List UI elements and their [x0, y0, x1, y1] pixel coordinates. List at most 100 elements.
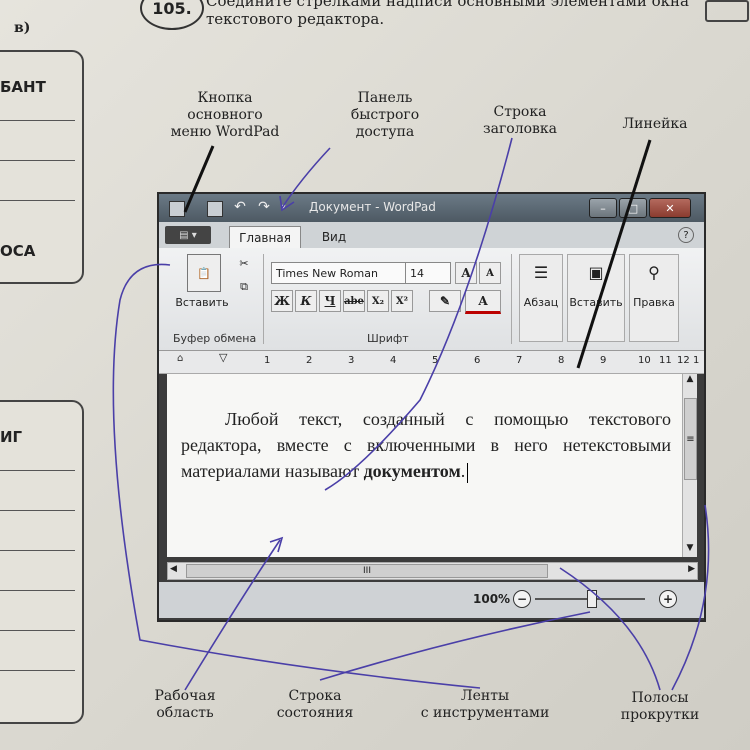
line-ribbons [112, 263, 481, 689]
superscript-button[interactable]: X² [391, 290, 413, 312]
vertical-scroll-thumb[interactable]: ≡ [684, 398, 697, 480]
bold-button[interactable]: Ж [271, 290, 293, 312]
ruler-mark: 12 [677, 355, 690, 366]
ruler-mark: 11 [659, 355, 672, 366]
line-quick-access [281, 147, 331, 209]
tab-view[interactable]: Вид [321, 230, 347, 244]
ruler-mark: 2 [306, 355, 313, 366]
shrink-font-icon[interactable]: A [479, 262, 501, 284]
clipboard-group-label: Буфер обмена [173, 332, 257, 345]
side-label-osa: ОСА [0, 242, 36, 260]
zoom-out-button[interactable]: − [513, 590, 531, 608]
cut-icon[interactable]: ✂ [239, 256, 249, 270]
ribbon-tabs: ▤ ▾ Главная Вид ? [159, 222, 704, 249]
label-menu-button: Кнопка основного меню WordPad [170, 90, 280, 140]
ruler-mark: 3 [348, 355, 355, 366]
window-title: Документ - WordPad [309, 200, 436, 214]
scroll-left-icon[interactable]: ◀ [170, 564, 177, 574]
ruler-mark: 10 [638, 355, 651, 366]
ruler-mark: 6 [474, 355, 481, 366]
horizontal-scrollbar[interactable]: ◀ III ▶ [167, 562, 698, 580]
document-text-plain: Любой текст, созданный с помощью текстов… [181, 409, 671, 481]
zoom-level: 100% [473, 592, 511, 606]
ruler-mark: 8 [558, 355, 565, 366]
exercise-text: Соедините стрелками надписи основными эл… [206, 0, 689, 28]
side-letter: в) [14, 20, 31, 36]
line-status-bar [319, 611, 591, 681]
insert-label: Вставить [569, 296, 623, 309]
font-family-select[interactable]: Times New Roman [271, 262, 407, 284]
wordpad-window: ↶ ↷ ▾ Документ - WordPad – □ ✕ ▤ ▾ Главн… [159, 194, 704, 620]
ruler-mark: 5 [432, 355, 439, 366]
redo-icon[interactable]: ↷ [258, 199, 270, 215]
label-status-bar: Строка состояния [276, 688, 354, 721]
paragraph-label: Абзац [523, 296, 559, 309]
ruler-mark: 9 [600, 355, 607, 366]
tab-home[interactable]: Главная [229, 226, 301, 249]
close-button[interactable]: ✕ [649, 198, 691, 218]
ruler[interactable]: ⌂ ▽ 1 2 3 4 5 6 7 8 9 10 11 12 1 [159, 351, 704, 374]
text-color-icon[interactable]: A [465, 290, 501, 314]
insert-picture-icon: ▣ [588, 263, 604, 282]
document-text[interactable]: Любой текст, созданный с помощью текстов… [181, 406, 671, 484]
minimize-button[interactable]: – [589, 198, 617, 218]
help-icon[interactable]: ? [678, 227, 694, 243]
label-title-bar: Строка заголовка [482, 104, 558, 137]
font-size-select[interactable]: 14 [405, 262, 451, 284]
line-ruler [576, 139, 652, 369]
edit-button[interactable]: ⚲ Правка [629, 254, 679, 342]
side-label-ig: ИГ [0, 428, 23, 446]
edit-label: Правка [633, 296, 675, 309]
wordpad-menu-button[interactable]: ▤ ▾ [165, 226, 211, 244]
insert-button[interactable]: ▣ Вставить [567, 254, 625, 342]
line-work-area [184, 539, 281, 691]
vertical-scrollbar[interactable]: ▲ ≡ ▼ [682, 374, 697, 557]
line-scrollbars-v [671, 504, 710, 691]
binoculars-icon: ⚲ [648, 263, 660, 282]
label-ruler: Линейка [622, 116, 688, 132]
copy-icon[interactable]: ⧉ [240, 280, 248, 293]
ruler-mark: 4 [390, 355, 397, 366]
text-cursor [467, 462, 469, 483]
grow-font-icon[interactable]: A [455, 262, 477, 284]
line-scrollbars-h [559, 567, 661, 691]
indent-marker-icon[interactable]: ⌂ [177, 353, 184, 364]
ruler-mark: 7 [516, 355, 523, 366]
label-ribbons: Ленты с инструментами [420, 688, 550, 721]
first-line-indent-icon[interactable]: ▽ [219, 351, 228, 364]
label-work-area: Рабочая область [154, 688, 216, 721]
undo-icon[interactable]: ↶ [234, 199, 246, 215]
ruler-mark: 1 [264, 355, 271, 366]
document-text-end: . [460, 461, 466, 481]
ruler-mark: 1 [693, 355, 700, 366]
wordpad-app-icon[interactable] [169, 201, 185, 217]
subscript-button[interactable]: X₂ [367, 290, 389, 312]
side-table-upper [0, 50, 84, 284]
scroll-up-icon[interactable]: ▲ [686, 374, 694, 384]
horizontal-scroll-thumb[interactable]: III [186, 564, 548, 578]
zoom-in-button[interactable]: + [659, 590, 677, 608]
scroll-down-icon[interactable]: ▼ [686, 543, 694, 553]
label-quick-access: Панель быстрого доступа [350, 90, 420, 140]
line-menu-button [183, 145, 215, 213]
font-group-label: Шрифт [367, 332, 409, 345]
document-text-bold: документом [363, 461, 461, 481]
ribbon: 📋 Вставить ✂ ⧉ Буфер обмена Times New Ro… [159, 248, 704, 351]
line-title-bar [324, 137, 513, 491]
side-label-bant: БАНТ [0, 78, 46, 96]
highlight-color-icon[interactable]: ✎ [429, 290, 461, 312]
paste-clipboard-icon[interactable]: 📋 [187, 254, 221, 292]
paste-button[interactable]: Вставить [175, 295, 229, 309]
italic-button[interactable]: К [295, 290, 317, 312]
paragraph-icon: ☰ [533, 263, 549, 282]
workbook-icon [705, 0, 749, 22]
label-scrollbars: Полосы прокрутки [620, 690, 700, 723]
scroll-right-icon[interactable]: ▶ [688, 564, 695, 574]
underline-button[interactable]: Ч [319, 290, 341, 312]
document-area[interactable]: Любой текст, созданный с помощью текстов… [167, 374, 682, 557]
save-icon[interactable] [207, 201, 223, 217]
paragraph-button[interactable]: ☰ Абзац [519, 254, 563, 342]
strikethrough-button[interactable]: abe [343, 290, 365, 312]
